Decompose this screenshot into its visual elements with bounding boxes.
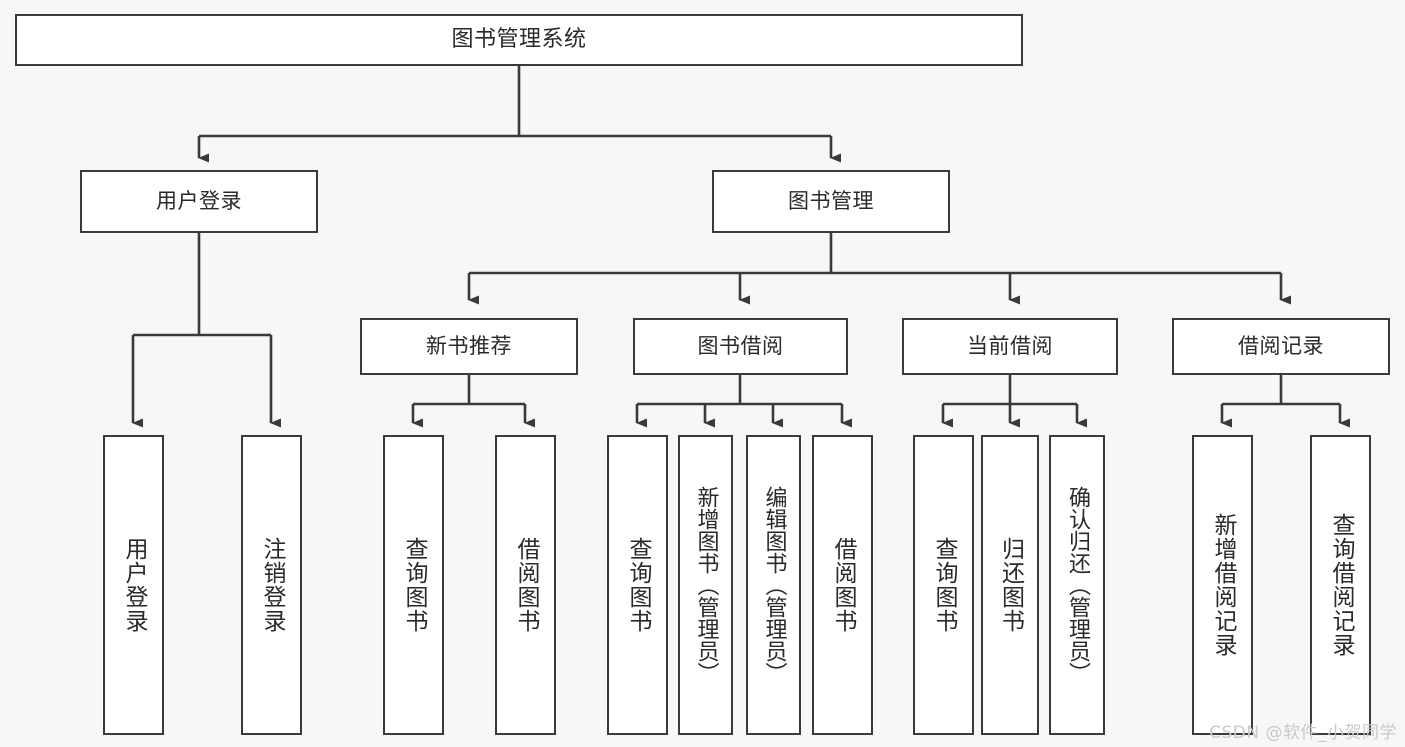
leaf-current-borrow-query-book[interactable]: 查询图书 <box>913 435 974 735</box>
node-label: 新书推荐 <box>426 334 512 359</box>
leaf-user-login-login[interactable]: 用户登录 <box>103 435 164 735</box>
node-label: 归还图书 <box>997 537 1024 633</box>
leaf-borrow-record-query-record[interactable]: 查询借阅记录 <box>1310 435 1371 735</box>
leaf-book-borrow-query-book[interactable]: 查询图书 <box>607 435 668 735</box>
node-label: 图书借阅 <box>697 334 784 359</box>
node-new-book-recommend[interactable]: 新书推荐 <box>360 318 578 375</box>
leaf-book-borrow-borrow-book[interactable]: 借阅图书 <box>812 435 873 735</box>
node-label: 新增借阅记录 <box>1210 513 1236 657</box>
node-label: 查询图书 <box>931 537 957 633</box>
node-label: 新增图书（管理员） <box>693 486 719 684</box>
node-label: 借阅记录 <box>1238 334 1324 359</box>
node-book-borrow[interactable]: 图书借阅 <box>633 318 848 375</box>
node-borrow-record[interactable]: 借阅记录 <box>1172 318 1390 375</box>
node-label: 确认归还（管理员） <box>1065 486 1090 684</box>
leaf-current-borrow-confirm-return-admin[interactable]: 确认归还（管理员） <box>1049 435 1105 735</box>
leaf-book-borrow-edit-book-admin[interactable]: 编辑图书（管理员） <box>746 435 801 735</box>
node-label: 查询图书 <box>401 537 427 633</box>
node-label: 查询借阅记录 <box>1328 513 1354 657</box>
leaf-book-borrow-add-book-admin[interactable]: 新增图书（管理员） <box>678 435 733 735</box>
leaf-new-book-borrow-book[interactable]: 借阅图书 <box>495 435 556 735</box>
node-label: 借阅图书 <box>830 537 856 633</box>
leaf-user-login-logout[interactable]: 注销登录 <box>241 435 302 735</box>
node-label: 用户登录 <box>156 189 242 214</box>
node-label: 图书管理 <box>788 189 874 214</box>
node-label: 查询图书 <box>625 537 651 633</box>
node-current-borrow[interactable]: 当前借阅 <box>902 318 1118 375</box>
node-label: 图书管理系统 <box>451 27 587 53</box>
leaf-current-borrow-return-book[interactable]: 归还图书 <box>981 435 1039 735</box>
node-book-management[interactable]: 图书管理 <box>712 170 950 233</box>
node-label: 借阅图书 <box>513 537 539 633</box>
node-label: 注销登录 <box>259 537 285 633</box>
leaf-borrow-record-add-record[interactable]: 新增借阅记录 <box>1192 435 1253 735</box>
node-label: 当前借阅 <box>967 334 1053 359</box>
leaf-new-book-query-book[interactable]: 查询图书 <box>383 435 444 735</box>
node-label: 用户登录 <box>121 537 147 633</box>
node-root-book-management-system[interactable]: 图书管理系统 <box>15 14 1023 66</box>
node-user-login[interactable]: 用户登录 <box>80 170 318 233</box>
node-label: 编辑图书（管理员） <box>761 486 787 684</box>
csdn-watermark: CSDN @软件_小贺同学 <box>1209 723 1397 743</box>
